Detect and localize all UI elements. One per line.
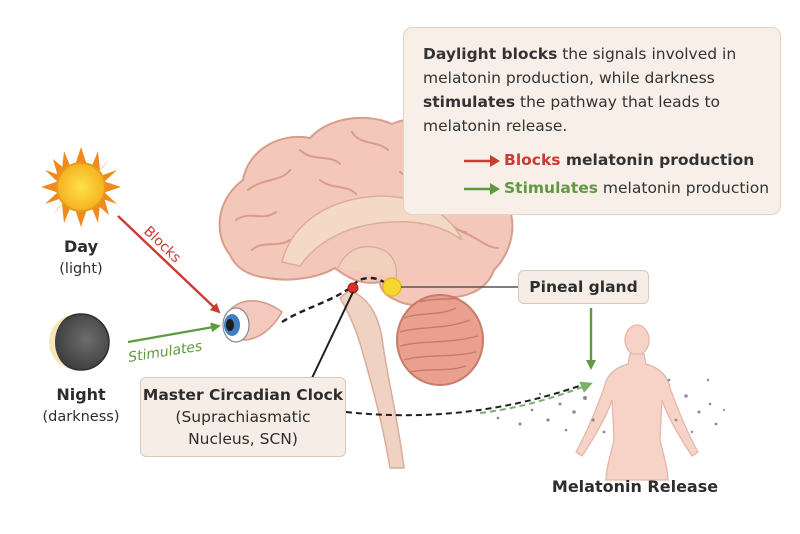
eye-illustration	[222, 300, 283, 343]
info-stimulates: stimulates	[423, 93, 516, 111]
day-label-group: Day (light)	[41, 236, 121, 280]
sun-icon	[41, 147, 121, 227]
cerebellum-illustration	[396, 294, 484, 386]
melatonin-release-label: Melatonin Release	[551, 477, 719, 496]
pineal-gland-label: Pineal gland	[518, 270, 649, 304]
legend-blocks: Blocks melatonin production	[464, 148, 754, 172]
melatonin-particles	[496, 378, 726, 434]
human-body-illustration	[575, 324, 699, 481]
scn-line2: (Suprachiasmatic	[175, 408, 311, 426]
info-text: Daylight blocks the signals involved in …	[423, 42, 764, 138]
brainstem-illustration	[339, 289, 405, 469]
stimulates-arrow-label: Stimulates	[127, 338, 203, 365]
retinal-pathway-dashed	[281, 276, 393, 323]
scn-line3: Nucleus, SCN)	[188, 430, 298, 448]
info-text-2: the pathway that leads to melatonin rele…	[423, 93, 721, 135]
moon-icon	[49, 313, 110, 371]
night-subtitle: (darkness)	[42, 409, 120, 425]
day-subtitle: (light)	[59, 261, 103, 277]
signal-to-body-dashed-green	[479, 381, 593, 414]
info-daylight-blocks: Daylight blocks	[423, 45, 558, 63]
scn-dot	[347, 282, 359, 294]
signal-to-body-dashed	[345, 383, 586, 417]
info-text-1: the signals involved in melatonin produc…	[423, 45, 737, 87]
night-label-group: Night (darkness)	[31, 384, 131, 428]
red-arrow-icon	[464, 154, 500, 167]
legend-stimulates-rest: melatonin production	[598, 179, 770, 197]
scn-leader-line	[311, 291, 354, 379]
pineal-gland-dot	[382, 277, 402, 297]
stimulates-arrow	[127, 322, 221, 344]
green-arrow-icon	[464, 182, 500, 195]
legend-blocks-word: Blocks	[504, 151, 561, 169]
blocks-arrow	[117, 215, 221, 314]
day-title: Day	[63, 237, 98, 256]
legend-stimulates-word: Stimulates	[504, 179, 598, 197]
night-title: Night	[56, 385, 106, 404]
scn-line1: Master Circadian Clock	[142, 386, 344, 404]
info-box: Daylight blocks the signals involved in …	[403, 27, 781, 215]
legend-blocks-rest: melatonin production	[560, 151, 755, 169]
legend-stimulates: Stimulates melatonin production	[464, 176, 769, 200]
scn-box: Master Circadian Clock (Suprachiasmatic …	[140, 377, 346, 457]
